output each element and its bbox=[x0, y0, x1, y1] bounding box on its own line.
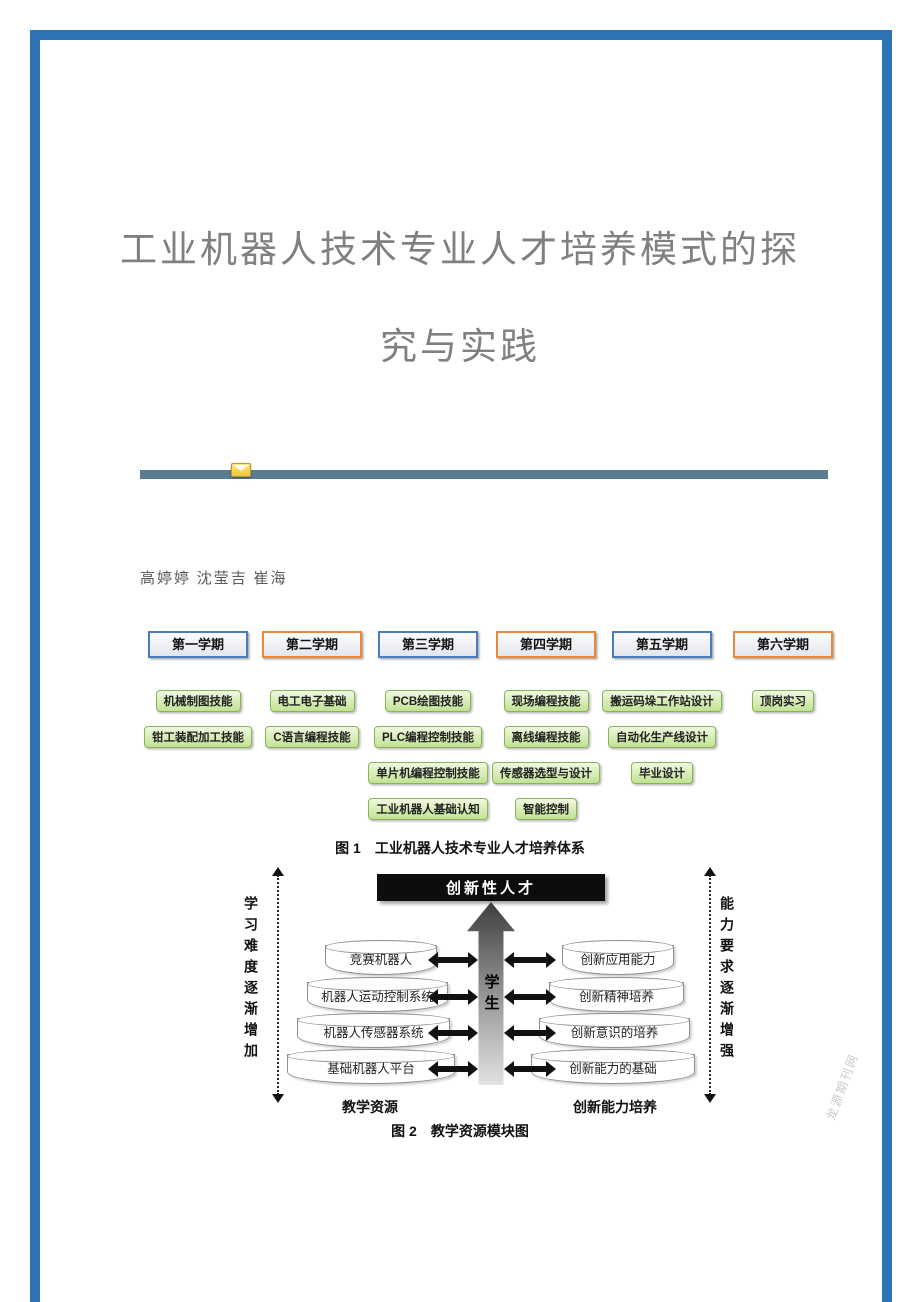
module-cylinder: 机器人运动控制系统 bbox=[307, 977, 448, 1012]
envelope-icon bbox=[231, 463, 251, 477]
dotted-line bbox=[709, 875, 711, 1095]
arrow-shaft bbox=[513, 994, 547, 1000]
module-label: 机器人传感器系统 bbox=[323, 1026, 424, 1040]
difficulty-axis-arrow-icon bbox=[271, 867, 285, 1103]
skill-box: 单片机编程控制技能 bbox=[368, 762, 488, 784]
skill-box: 现场编程技能 bbox=[503, 690, 589, 712]
skill-box: 搬运码垛工作站设计 bbox=[602, 690, 722, 712]
skill-box: 智能控制 bbox=[515, 798, 577, 820]
connector-arrow-icon bbox=[504, 952, 556, 968]
dotted-line bbox=[277, 875, 279, 1095]
connector-arrow-icon bbox=[428, 1061, 478, 1077]
module-label: 基础机器人平台 bbox=[327, 1062, 415, 1076]
semester-column-1: 第一学期 机械制图技能 钳工装配加工技能 bbox=[142, 631, 254, 748]
semester-header: 第一学期 bbox=[148, 631, 248, 658]
arrow-shaft bbox=[513, 957, 547, 963]
module-cylinder: 创新意识的培养 bbox=[539, 1013, 690, 1048]
skill-box: 毕业设计 bbox=[631, 762, 693, 784]
semester-column-4: 第四学期 现场编程技能 离线编程技能 传感器选型与设计 智能控制 bbox=[490, 631, 602, 820]
connector-arrow-icon bbox=[504, 1061, 556, 1077]
semester-header: 第四学期 bbox=[496, 631, 596, 658]
semester-header: 第五学期 bbox=[612, 631, 712, 658]
ability-axis-arrow-icon bbox=[703, 867, 717, 1103]
semester-header: 第二学期 bbox=[262, 631, 362, 658]
innovation-banner: 创新性人才 bbox=[377, 874, 605, 901]
semester-header: 第六学期 bbox=[733, 631, 833, 658]
connector-arrow-icon bbox=[504, 1025, 556, 1041]
frame-top-bar bbox=[30, 30, 892, 40]
module-label: 机器人运动控制系统 bbox=[321, 990, 434, 1004]
module-label: 创新能力的基础 bbox=[569, 1062, 657, 1076]
arrow-shaft bbox=[437, 1066, 469, 1072]
arrow-shaft bbox=[513, 1066, 547, 1072]
skill-box: 机械制图技能 bbox=[155, 690, 241, 712]
module-label: 创新应用能力 bbox=[580, 953, 656, 967]
document-title-line1: 工业机器人技术专业人才培养模式的探 bbox=[120, 230, 800, 271]
module-label: 创新意识的培养 bbox=[570, 1026, 659, 1040]
right-axis-label: 能力要求逐渐增强 bbox=[719, 896, 735, 1064]
module-cylinder: 创新应用能力 bbox=[562, 940, 674, 975]
connector-arrow-icon bbox=[428, 1025, 478, 1041]
skill-box: C语言编程技能 bbox=[265, 726, 359, 748]
frame-right-bar bbox=[882, 30, 892, 1302]
document-title-line2: 究与实践 bbox=[380, 327, 540, 368]
skill-box: 顶岗实习 bbox=[752, 690, 814, 712]
arrow-shaft bbox=[437, 1030, 469, 1036]
arrow-shaft bbox=[437, 957, 469, 963]
module-cylinder: 创新能力的基础 bbox=[531, 1049, 695, 1084]
arrow-shaft bbox=[437, 994, 469, 1000]
skill-box: PCB绘图技能 bbox=[384, 690, 472, 712]
module-cylinder: 机器人传感器系统 bbox=[297, 1013, 450, 1048]
skill-box: 离线编程技能 bbox=[503, 726, 589, 748]
semester-header: 第三学期 bbox=[378, 631, 478, 658]
right-footer-label: 创新能力培养 bbox=[573, 1099, 657, 1115]
skill-box: 自动化生产线设计 bbox=[608, 726, 716, 748]
left-axis-label: 学习难度逐渐增加 bbox=[243, 896, 259, 1064]
figure2-caption: 图 2 教学资源模块图 bbox=[391, 1123, 529, 1139]
semester-column-6: 第六学期 顶岗实习 bbox=[727, 631, 839, 712]
module-cylinder: 基础机器人平台 bbox=[287, 1049, 455, 1084]
module-cylinder: 创新精神培养 bbox=[549, 977, 684, 1012]
semester-column-5: 第五学期 搬运码垛工作站设计 自动化生产线设计 毕业设计 bbox=[602, 631, 722, 784]
frame-left-bar bbox=[30, 30, 40, 1302]
skill-box: 钳工装配加工技能 bbox=[144, 726, 252, 748]
connector-arrow-icon bbox=[428, 989, 478, 1005]
skill-box: 传感器选型与设计 bbox=[492, 762, 600, 784]
module-label: 竞赛机器人 bbox=[349, 953, 413, 967]
semester-column-3: 第三学期 PCB绘图技能 PLC编程控制技能 单片机编程控制技能 工业机器人基础… bbox=[368, 631, 488, 820]
journal-watermark: 龙源期刊网 bbox=[823, 1051, 862, 1122]
skill-box: 电工电子基础 bbox=[269, 690, 355, 712]
semester-column-2: 第二学期 电工电子基础 C语言编程技能 bbox=[257, 631, 367, 748]
module-cylinder: 竞赛机器人 bbox=[325, 940, 437, 975]
connector-arrow-icon bbox=[428, 952, 478, 968]
module-label: 创新精神培养 bbox=[578, 990, 654, 1004]
skill-box: PLC编程控制技能 bbox=[374, 726, 482, 748]
authors-line: 高婷婷 沈莹吉 崔海 bbox=[140, 571, 288, 587]
skill-box: 工业机器人基础认知 bbox=[368, 798, 488, 820]
left-footer-label: 教学资源 bbox=[342, 1099, 398, 1115]
connector-arrow-icon bbox=[504, 989, 556, 1005]
figure1-caption: 图 1 工业机器人技术专业人才培养体系 bbox=[335, 840, 585, 856]
arrow-shaft bbox=[513, 1030, 547, 1036]
section-divider bbox=[140, 470, 828, 479]
